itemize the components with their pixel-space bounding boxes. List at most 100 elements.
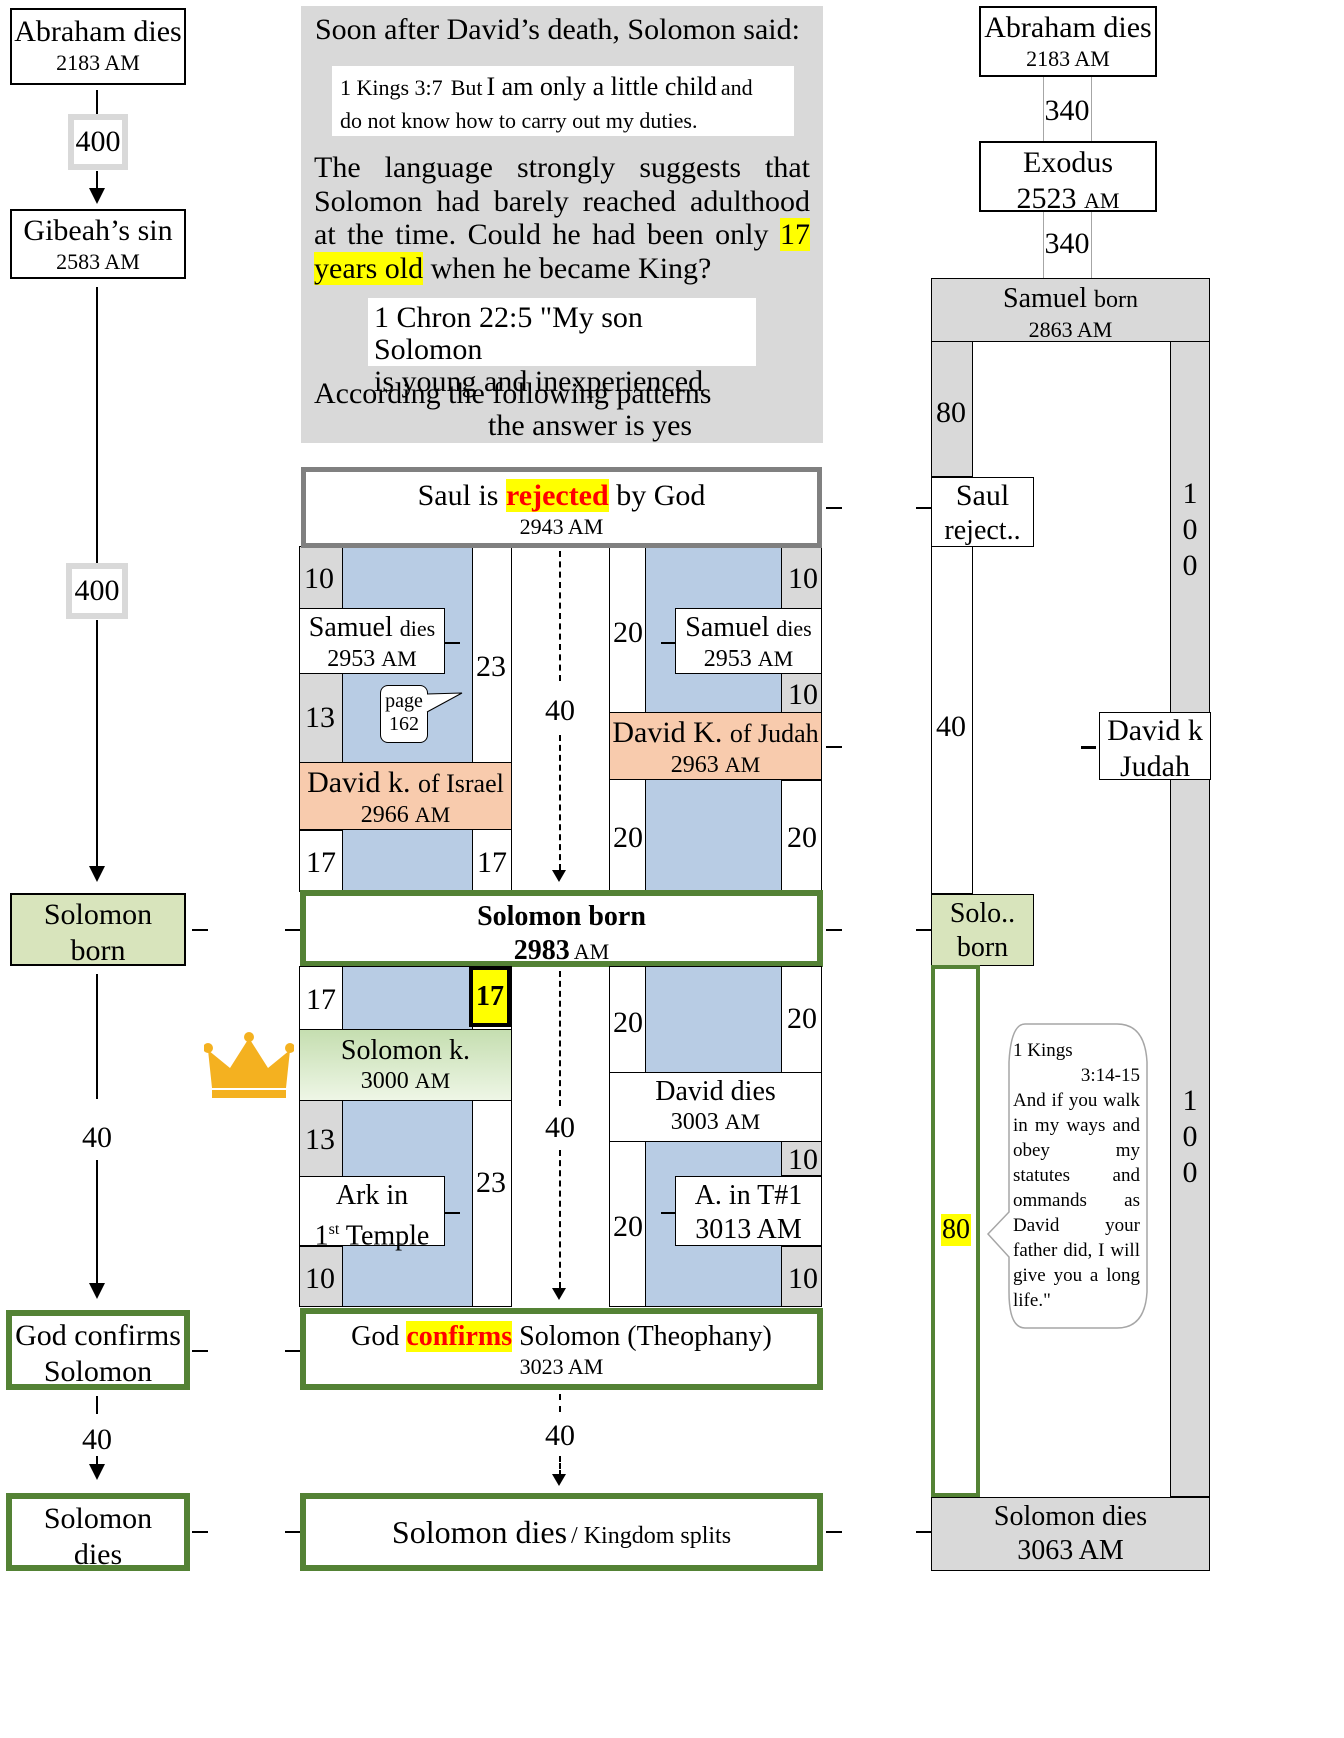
mid-n10b: 10 bbox=[788, 562, 818, 595]
mid-n20a: 20 bbox=[613, 616, 643, 649]
intro-line1: Soon after David’s death, Solomon said: bbox=[315, 13, 800, 46]
mid-conf-year-value: 3023 bbox=[519, 1354, 564, 1379]
right-line-1b bbox=[1091, 77, 1092, 141]
left-dies-line1: Solomon bbox=[43, 1502, 153, 1535]
mid-samuel-l-am: AM bbox=[381, 646, 417, 671]
left-arrow-4 bbox=[89, 1464, 105, 1480]
right-exodus-title: Exodus bbox=[1023, 146, 1113, 179]
mid-solomon-dies-box: Solomon dies / Kingdom splits bbox=[300, 1493, 823, 1571]
mid-saul-am: AM bbox=[567, 514, 604, 539]
mid-arrow-2 bbox=[552, 1288, 566, 1300]
mid-atemple-a: A. in T#1 bbox=[694, 1180, 803, 1211]
mid-n10e: 10 bbox=[305, 1262, 335, 1295]
mid-david-israel-box: David k. of Israel 2966 AM bbox=[299, 762, 512, 830]
intro-panel: Soon after David’s death, Solomon said: … bbox=[301, 6, 823, 443]
right-davidk-a: David k bbox=[1107, 714, 1203, 747]
mid-born-year-value: 2983 bbox=[513, 935, 570, 966]
tick-conf-left-2 bbox=[285, 1350, 301, 1352]
right-samuel-am: AM bbox=[1076, 317, 1113, 342]
mid-samuel-r-line: Samuel dies bbox=[676, 611, 821, 646]
right-abraham-am: AM bbox=[1074, 46, 1110, 71]
left-confirms-line1: God confirms bbox=[15, 1319, 181, 1352]
mid-israel-a: David k. bbox=[307, 766, 411, 799]
right-v100b-2: 0 bbox=[1182, 1120, 1198, 1153]
right-v100a-2: 0 bbox=[1182, 513, 1198, 546]
mid-atemple-box: A. in T#1 3013 AM bbox=[675, 1176, 822, 1246]
mid-atemple-b: 3013 AM bbox=[695, 1214, 802, 1245]
right-exodus-box: Exodus 2523 AM bbox=[979, 141, 1157, 215]
mid-page-b: 162 bbox=[389, 713, 419, 735]
right-v100a-1: 1 bbox=[1182, 477, 1198, 510]
mid-saul-rejected-box: Saul is rejected by God 2943 AM bbox=[301, 467, 822, 548]
mid-page-a: page bbox=[385, 690, 423, 712]
right-340b: 340 bbox=[1044, 227, 1090, 260]
mid-r-white-20 bbox=[781, 780, 822, 892]
mid-n20b: 20 bbox=[613, 821, 643, 854]
intro-quote1-d: do not know how to carry out my duties. bbox=[340, 108, 698, 133]
mid-n40c: 40 bbox=[545, 1419, 575, 1452]
left-solomon-born-line1: Solomon bbox=[43, 898, 153, 931]
right-v100a: 1 0 0 bbox=[1170, 476, 1210, 584]
mid-judah-b: of Judah bbox=[729, 719, 819, 748]
mid-conf-year: 3023 AM bbox=[306, 1354, 817, 1380]
mid-dash-5 bbox=[559, 1394, 561, 1412]
right-quote-bubble-bg bbox=[986, 1023, 1148, 1329]
mid-israel-b: of Israel bbox=[417, 769, 504, 798]
mid-page-callout-tail bbox=[426, 692, 463, 713]
mid-judah-year-value: 2963 bbox=[670, 752, 719, 778]
left-gibeah-year: 2583 AM bbox=[12, 249, 184, 275]
mid-judah-year: 2963 AM bbox=[610, 752, 821, 779]
right-v100b-3: 0 bbox=[1182, 1156, 1198, 1189]
right-solo-a: Solo.. bbox=[949, 898, 1016, 929]
mid-judah-am: AM bbox=[724, 752, 761, 777]
left-solomon-born-box: Solomon born bbox=[10, 893, 186, 967]
mid-n13a: 13 bbox=[305, 701, 335, 734]
mid-col-l-inner-top bbox=[472, 546, 512, 892]
mid-n10c: 10 bbox=[788, 678, 818, 711]
right-abraham-title: Abraham dies bbox=[984, 11, 1152, 44]
mid-conf-am: AM bbox=[567, 1354, 604, 1379]
mid-dash-6 bbox=[559, 1456, 561, 1476]
right-quote-a: 1 Kings bbox=[1013, 1040, 1073, 1061]
right-abraham-year: 2183 AM bbox=[981, 46, 1155, 72]
intro-para-a: The language strongly suggests that Solo… bbox=[314, 151, 810, 251]
right-solomon-dies-box: Solomon dies 3063 AM bbox=[931, 1497, 1210, 1571]
right-v100a-3: 0 bbox=[1182, 549, 1198, 582]
mid-n10a: 10 bbox=[304, 562, 334, 595]
right-exodus-am: AM bbox=[1084, 188, 1120, 213]
mid-saul-year-value: 2943 bbox=[519, 514, 564, 539]
mid-saul-red: rejected bbox=[505, 479, 609, 512]
mid-solk-am: AM bbox=[414, 1068, 451, 1093]
mid-l-grey-10 bbox=[299, 1246, 343, 1307]
right-line-2b bbox=[1091, 212, 1092, 278]
mid-samuel-dies-right: Samuel dies 2953 AM bbox=[675, 608, 822, 674]
mid-conf-b: Solomon (Theophany) bbox=[519, 1321, 772, 1352]
mid-david-dies-a: David dies bbox=[655, 1076, 776, 1107]
mid-n17b: 17 bbox=[477, 846, 507, 879]
right-quote-c: And if you walk in my ways and obey my s… bbox=[1013, 1090, 1140, 1311]
crown-icon bbox=[204, 1032, 294, 1098]
left-abraham-year: 2183 AM bbox=[12, 50, 184, 76]
mid-samuel-l-a: Samuel bbox=[308, 612, 393, 643]
right-quote-b: 3:14-15 bbox=[1080, 1065, 1140, 1086]
mid-samuel-dies-left: Samuel dies 2953 AM bbox=[299, 608, 445, 674]
left-span-40-a: 40 bbox=[82, 1121, 112, 1154]
mid-solomon-king-box: Solomon k. 3000 AM bbox=[299, 1029, 512, 1101]
mid-n17d-highlight: 17 bbox=[469, 966, 511, 1027]
mid-judah-line: David K. of Judah bbox=[610, 715, 821, 752]
right-saul-box: Saul reject.. bbox=[931, 477, 1034, 547]
mid-samuel-r-a: Samuel bbox=[685, 612, 770, 643]
tick-davidk bbox=[1081, 746, 1096, 749]
right-davidk-box: David k Judah bbox=[1099, 712, 1211, 783]
intro-quote1: 1 Kings 3:7 But I am only a little child… bbox=[332, 66, 794, 136]
left-line-6 bbox=[96, 1160, 98, 1285]
mid-samuel-r-year-value: 2953 bbox=[703, 646, 752, 672]
left-abraham-title: Abraham dies bbox=[14, 15, 182, 48]
intro-quote1-ref: 1 Kings 3:7 bbox=[340, 75, 443, 100]
mid-r-grey-10a bbox=[781, 1140, 822, 1176]
mid-r-grey-10b bbox=[781, 1246, 822, 1307]
left-line-1 bbox=[96, 90, 98, 115]
right-n80b: 80 bbox=[941, 1214, 971, 1246]
right-solo-b: born bbox=[956, 932, 1009, 963]
mid-samuel-l-line: Samuel dies bbox=[300, 611, 444, 646]
